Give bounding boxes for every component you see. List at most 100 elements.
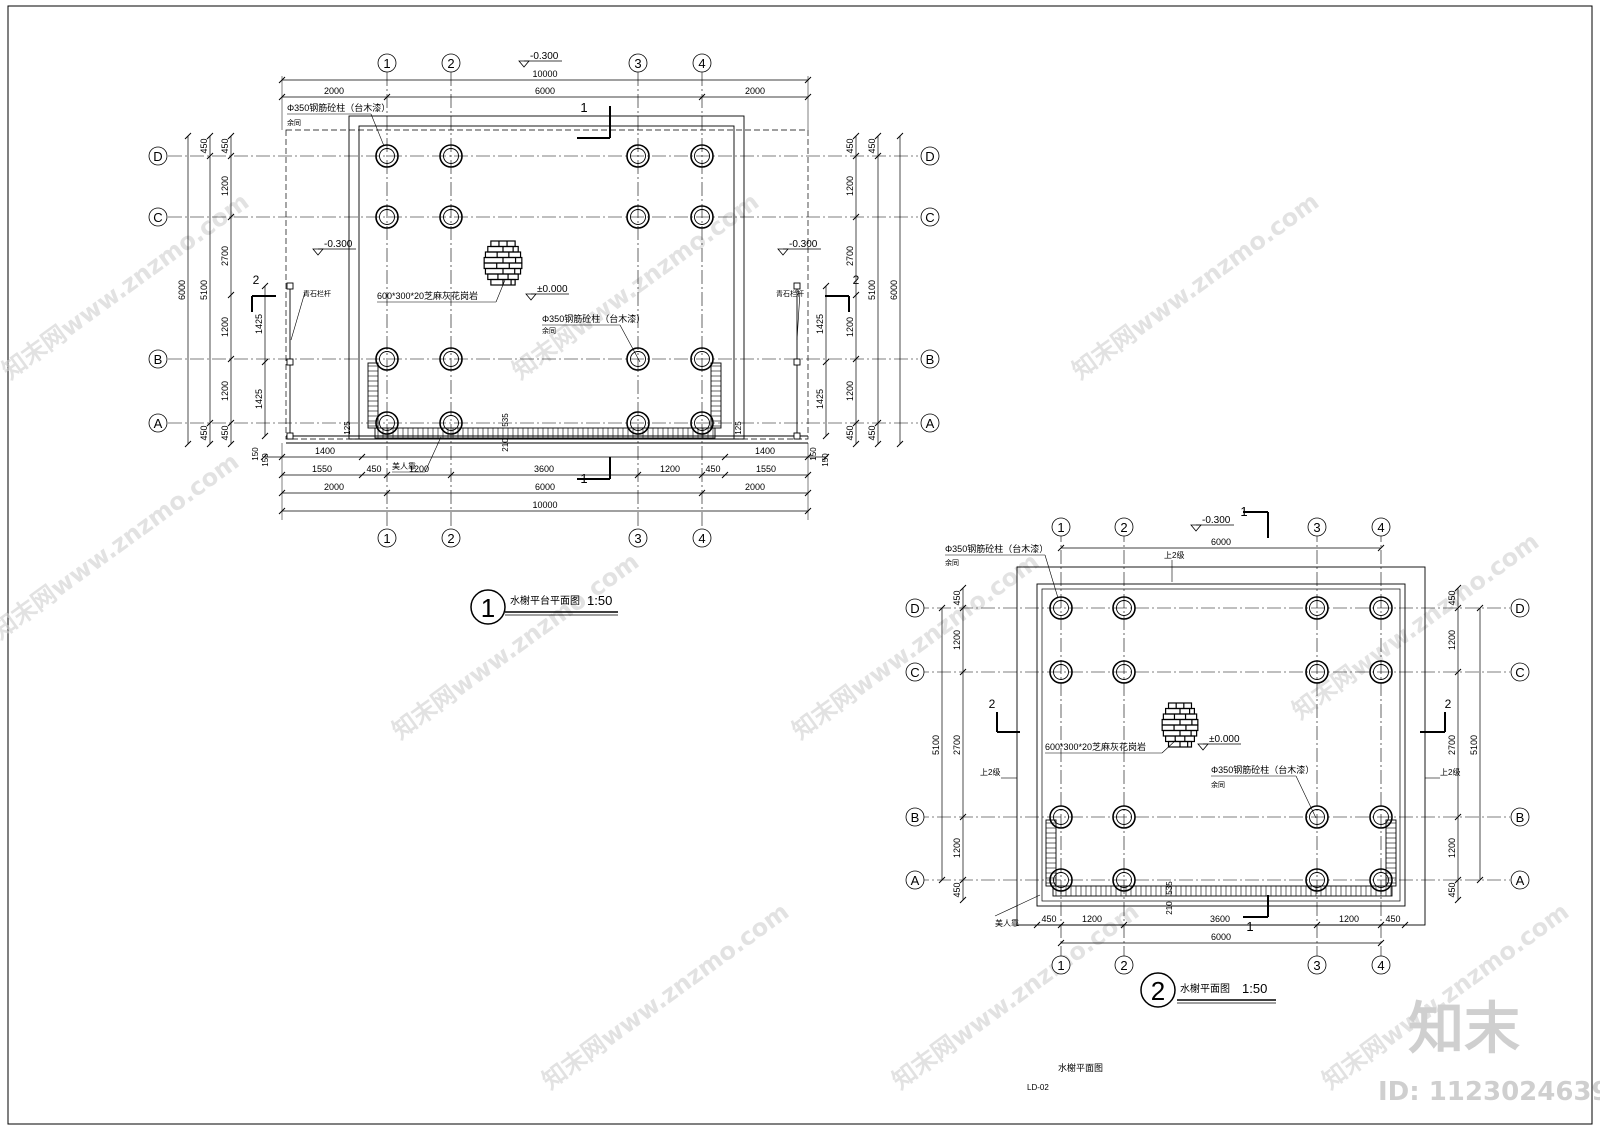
leader [290,291,306,341]
column-inner-circle [379,351,395,367]
plan-1-title-block: 1 水榭平台平面图 1:50 [470,589,618,625]
leader [1295,775,1317,819]
axis-bubble-top [377,53,397,73]
column-inner-circle [1116,664,1132,680]
section-label: 2 [853,273,860,287]
dim-tick [959,876,967,884]
brick-row [1162,713,1198,721]
column-circle [439,347,463,371]
dimension-text: 3600 [1210,914,1230,924]
dim-tick [852,132,860,140]
axis-bubble-right-label: D [1515,601,1524,616]
leader [1044,554,1059,599]
sheet-title: 水榭平面图 [1058,1062,1103,1073]
dim-tick [227,132,235,140]
dimension-text: 450 [1447,590,1457,605]
dimension-text: 10000 [532,500,557,510]
brick-row [487,273,519,281]
column-inner-circle [1309,600,1325,616]
axis-bubble-bottom [692,528,712,548]
dimension-text: 1200 [1082,914,1102,924]
column-note: Φ350钢筋砼柱（台木漆） [1211,764,1314,775]
dimension-text: 2700 [845,246,855,266]
step-note: 上2级 [1440,767,1460,777]
axis-bubble-right-label: A [926,416,935,431]
column-circle [1369,596,1393,620]
column-circle [1305,805,1329,829]
dim-tick [227,419,235,427]
level-triangle [1190,524,1202,532]
dim-tick [261,358,269,366]
level-left: -0.300 [324,239,353,250]
axis-bubble-right-label: C [925,210,934,225]
axis-bubble-bottom-label: 2 [447,531,454,546]
dim-tick [721,453,729,461]
axis-bubble-top [1051,517,1071,537]
dim-tick [260,453,268,461]
level-triangle [518,60,530,68]
dimension-text: 450 [1447,882,1457,897]
column-note-2: 余同 [542,326,556,335]
leader [994,894,1041,917]
dimension-text: 1200 [952,838,962,858]
watermark-logo: 知末 [1408,997,1520,1062]
railing-post [286,358,294,366]
sheet-number: LD-02 [1027,1083,1049,1092]
dim-tick [206,132,214,140]
dimension-text: 1200 [845,176,855,196]
column-inner-circle [1116,600,1132,616]
bench-note: 美人靠 [995,918,1019,928]
dim-tick [896,132,904,140]
column-circle [1112,805,1136,829]
railing-post [793,432,801,440]
dim-tick [822,432,830,440]
axis-bubble-bottom [441,528,461,548]
dim-tick [227,440,235,448]
dim-tick [852,291,860,299]
axis-bubble-right [920,146,940,166]
level-top: -0.300 [1202,515,1231,526]
axis-bubble-bottom-label: 4 [698,531,705,546]
dimension-text: 535 [1165,881,1174,895]
dimension-text: 1200 [952,630,962,650]
dim-tick [1454,668,1462,676]
axis-bubble-left [148,349,168,369]
dim-tick [358,471,366,479]
bench-outline [374,427,716,439]
railing-post [793,358,801,366]
dim-tick [959,668,967,676]
dimension-text: 1400 [755,446,775,456]
dimension-text: 5100 [931,735,941,755]
column-inner-circle [1373,872,1389,888]
granite-paving-symbol [483,240,523,286]
column-circle [375,144,399,168]
dimension-text: 3600 [534,464,554,474]
column-note: Φ350钢筋砼柱（台木漆） [542,313,645,324]
column-circle [690,411,714,435]
axis-bubble-left-label: A [911,873,920,888]
dimension-text: 1425 [815,389,825,409]
level-triangle [1197,743,1209,751]
axis-bubble-top-label: 3 [634,56,641,71]
axis-bubble-top-label: 1 [383,56,390,71]
dim-tick [698,489,706,497]
axis-bubble-right [1510,870,1530,890]
axis-bubble-top-label: 4 [698,56,705,71]
column-circle [439,205,463,229]
dim-tick [1057,921,1065,929]
axis-bubble-left [148,413,168,433]
dim-tick [698,471,706,479]
section-label: 1 [580,471,587,486]
watermark-text: 知末网www.znzmo.com [1067,187,1324,385]
dim-tick [938,876,946,884]
pavilion-outline [348,115,745,440]
dimension-text: 1200 [1447,630,1457,650]
section-label: 1 [1240,504,1247,519]
dimension-text: 450 [867,425,877,440]
level-center: ±0.000 [537,284,568,295]
railing-post [793,282,801,290]
dimension-text: 450 [845,425,855,440]
dimension-text: 1200 [409,464,429,474]
dimension-text: 1425 [815,314,825,334]
column-circle [690,205,714,229]
